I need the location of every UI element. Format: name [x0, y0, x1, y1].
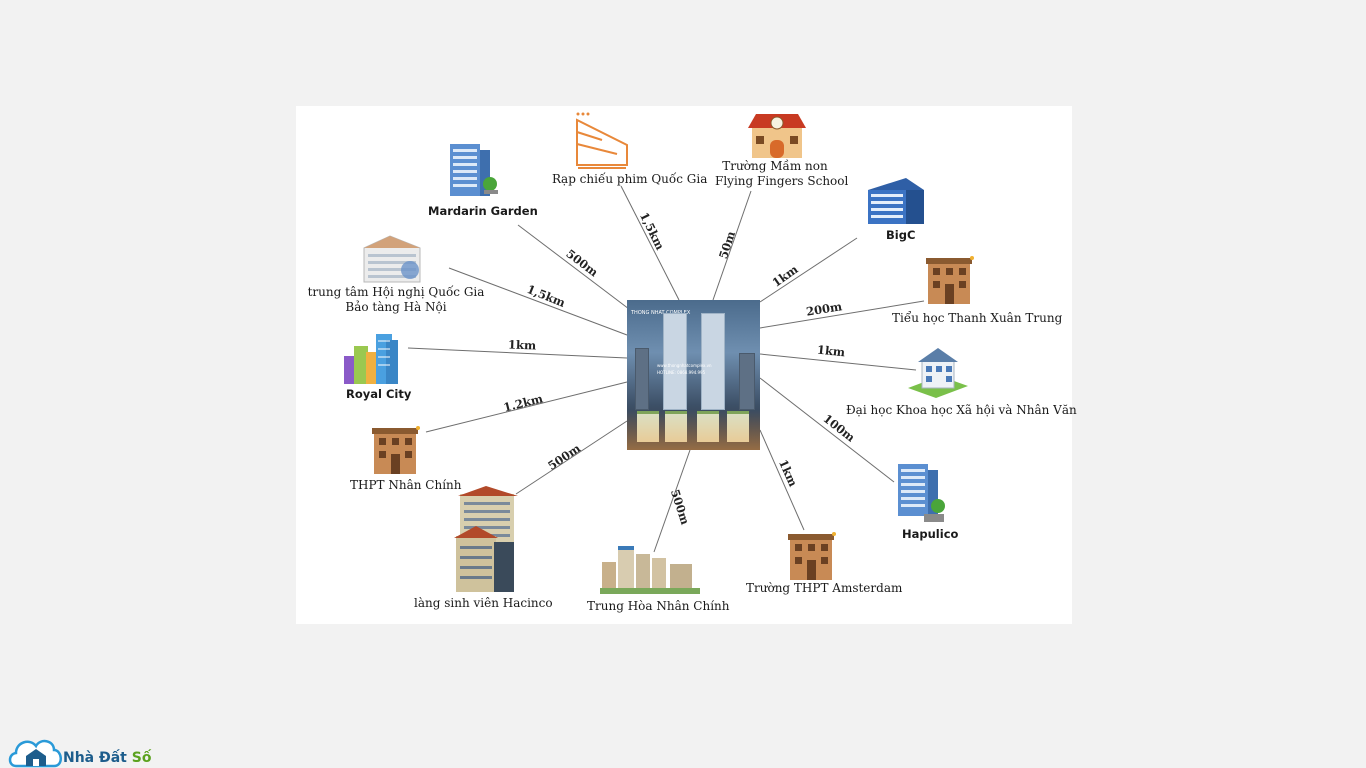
label-thpt-nhan-chinh: THPT Nhân Chính	[350, 478, 462, 492]
label-flying-fingers: Trường Mầm non Flying Fingers School	[715, 159, 849, 189]
royal-city-icon	[344, 334, 398, 384]
link-conference	[448, 267, 628, 336]
label-cinema: Rạp chiếu phim Quốc Gia	[552, 172, 708, 186]
link-thanh-xuan	[759, 300, 925, 329]
link-flying-fingers	[712, 190, 752, 301]
trung-hoa-towers-icon	[600, 546, 700, 594]
label-mardarin-garden: Mardarin Garden	[428, 204, 538, 218]
label-dai-hoc: Đại học Khoa học Xã hội và Nhân Văn	[846, 403, 1077, 417]
location-diagram: THONG NHAT COMPLEX www.thongnhatcomplex.…	[296, 106, 1077, 624]
distance-royal-city: 1km	[507, 337, 537, 353]
tower-bg-left	[635, 348, 649, 410]
label-flying-fingers-line1: Trường Mầm non	[722, 159, 828, 173]
link-royal	[407, 347, 628, 359]
label-flying-fingers-line2: Flying Fingers School	[715, 174, 849, 188]
center-caption: THONG NHAT COMPLEX	[631, 310, 691, 316]
hapulico-tower-icon	[898, 464, 945, 522]
amsterdam-school-icon	[788, 532, 836, 580]
label-conference-line2: Bảo tàng Hà Nội	[345, 300, 447, 314]
link-nhan-chinh	[425, 381, 628, 433]
tower-bg-right	[739, 353, 755, 410]
high-school-icon	[372, 426, 420, 474]
label-thanh-xuan-trung: Tiểu học Thanh Xuân Trung	[892, 311, 1063, 325]
link-mardarin	[517, 224, 630, 310]
link-trung-hoa	[653, 449, 691, 553]
link-hacinco	[515, 420, 628, 495]
center-website: www.thongnhatcomplex.vn	[657, 363, 712, 368]
link-hapulico	[759, 377, 895, 483]
link-dai-hoc	[759, 353, 917, 371]
center-hotline: HOTLINE: 0868.994.995	[657, 370, 706, 375]
link-amsterdam	[759, 429, 805, 531]
brand-name-main: Nhà Đất	[63, 750, 127, 766]
bigc-building-icon	[868, 178, 924, 224]
link-bigc	[759, 237, 858, 303]
school-icon	[748, 114, 806, 158]
brand-name-accent: Số	[131, 750, 152, 766]
label-trung-hoa: Trung Hòa Nhân Chính	[587, 599, 730, 613]
brand-name: Nhà Đất Số	[63, 750, 151, 766]
link-cinema	[620, 185, 680, 301]
office-tower-icon	[450, 144, 498, 196]
label-royal-city: Royal City	[346, 387, 412, 401]
street-glow	[627, 410, 760, 450]
student-village-icon	[454, 486, 518, 592]
label-conference-line1: trung tâm Hội nghị Quốc Gia	[307, 285, 485, 299]
conference-center-icon	[363, 235, 421, 283]
connector-lines	[407, 185, 925, 553]
primary-school-icon	[926, 256, 974, 304]
center-project-image: THONG NHAT COMPLEX www.thongnhatcomplex.…	[627, 300, 760, 450]
cinema-icon	[576, 112, 628, 169]
tower-left	[663, 313, 687, 410]
label-bigc: BigC	[886, 228, 916, 242]
university-icon	[908, 348, 968, 398]
label-conference-center: trung tâm Hội nghị Quốc Gia Bảo tàng Hà …	[306, 285, 486, 315]
label-hapulico: Hapulico	[902, 527, 959, 541]
distance-dai-hoc: 1km	[816, 342, 846, 360]
label-hacinco: làng sinh viên Hacinco	[414, 596, 553, 610]
label-amsterdam: Trường THPT Amsterdam	[746, 581, 903, 595]
tower-right	[701, 313, 725, 410]
brand-cloud-logo-icon	[8, 739, 62, 768]
